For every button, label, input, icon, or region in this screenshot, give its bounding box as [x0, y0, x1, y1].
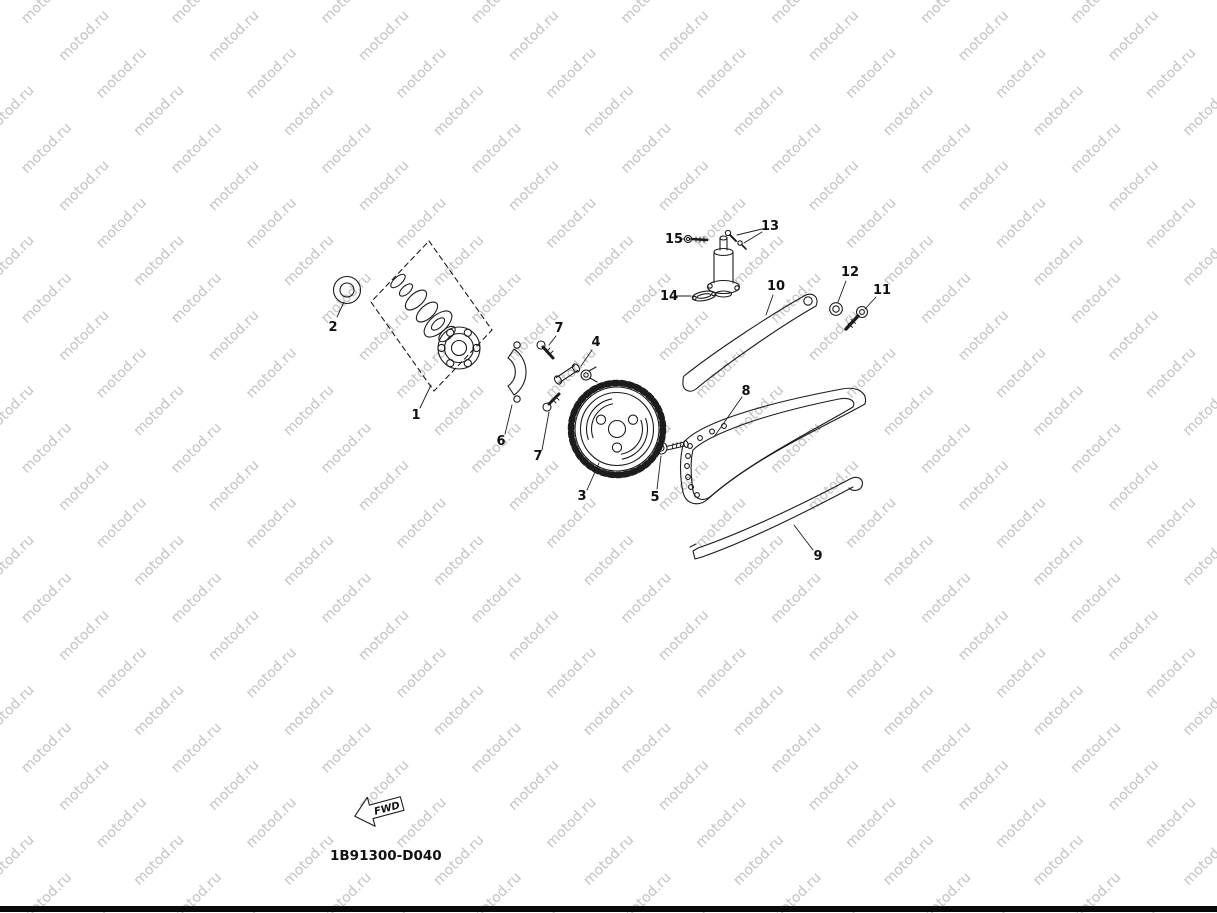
guide-bolt: [844, 305, 869, 331]
tensioner-screw-set: [724, 229, 747, 250]
callout-11: 11: [873, 283, 891, 298]
oil-seal: [332, 275, 362, 305]
leader-lines: [336, 228, 877, 551]
bottom-border: [0, 906, 1217, 912]
screw-lower: [542, 392, 561, 412]
washer: [829, 302, 843, 316]
screw-upper: [536, 340, 555, 360]
callout-14: 14: [660, 289, 678, 304]
cam-chain: [679, 387, 867, 505]
chain-guide-lower: [689, 476, 863, 560]
callout-7-lower: 7: [533, 449, 542, 464]
fwd-arrow: FWD: [354, 796, 405, 827]
callout-13: 13: [761, 219, 779, 234]
callout-8: 8: [741, 384, 750, 399]
callout-6: 6: [496, 434, 505, 449]
diagram-code: 1B91300-D040: [330, 848, 442, 864]
camshaft-assembly-box: [370, 240, 493, 392]
callout-7-upper: 7: [554, 321, 563, 336]
retainer-plate: [507, 341, 527, 403]
callout-10: 10: [767, 279, 785, 294]
tensioner-gasket: [691, 290, 717, 302]
chain-tensioner: [706, 235, 741, 298]
camshaft: [390, 273, 481, 370]
callout-5: 5: [650, 490, 659, 505]
callout-9: 9: [813, 549, 822, 564]
chain-guide-upper: [682, 293, 818, 392]
callout-4: 4: [591, 335, 600, 350]
callout-12: 12: [841, 265, 859, 280]
callout-3: 3: [577, 489, 586, 504]
callout-1: 1: [411, 408, 420, 423]
sprocket-bolt: [654, 440, 689, 455]
cam-sprocket: [567, 379, 667, 479]
callout-2: 2: [328, 320, 337, 335]
dowel-pin: [553, 363, 598, 385]
tensioner-bolt: [683, 234, 709, 244]
callout-15: 15: [665, 232, 683, 247]
